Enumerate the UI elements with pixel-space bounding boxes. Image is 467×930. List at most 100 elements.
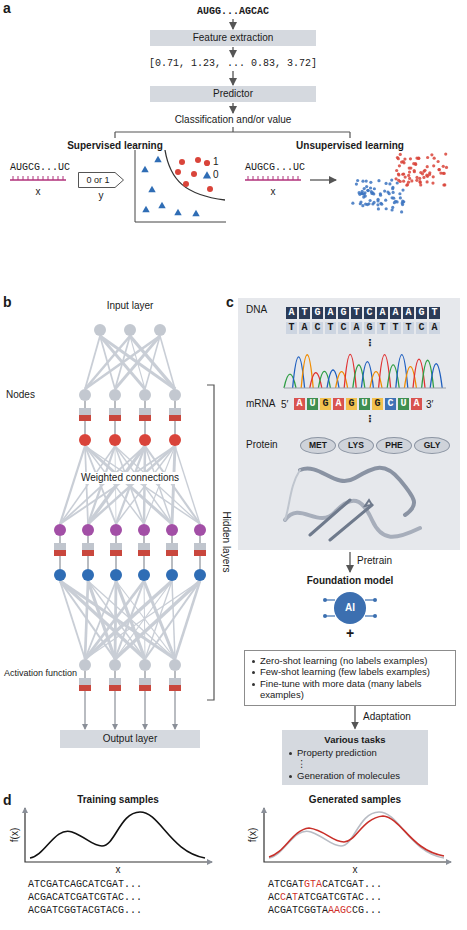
rna-strand (18, 176, 19, 180)
legend-swatch (203, 160, 211, 178)
rna-strand (28, 176, 29, 180)
rna-strand (58, 176, 59, 180)
diagram-label: TACTCAGTTTCA (285, 321, 441, 335)
diagram-label: Supervised learning (67, 140, 163, 152)
diagram-label: AUGCG...UC (10, 162, 70, 174)
neural-network (171, 536, 172, 543)
chromatogram (344, 354, 356, 388)
rna-strand (293, 176, 294, 180)
neural-network (138, 524, 150, 536)
neural-network (84, 401, 85, 408)
chromatogram (284, 354, 446, 388)
diagram-label: ACGATCGGTACGTACG... (28, 905, 142, 917)
neural-network (144, 446, 175, 524)
diagram-label: x (36, 186, 41, 198)
neural-network (143, 536, 144, 543)
diagram-label: 3′ (426, 399, 433, 411)
base-tile: A (410, 397, 423, 411)
node-text: Zero-shot learning (no labels examples) (251, 655, 449, 666)
protein-ribbon (285, 468, 420, 540)
neural-network (60, 581, 115, 659)
flow-arrow (349, 552, 350, 572)
scatter-points (148, 186, 155, 192)
diagram-label: x (271, 186, 276, 198)
chromatogram (430, 364, 442, 388)
neural-network (139, 678, 151, 685)
protein-ribbon (300, 468, 414, 515)
node-text: Various tasks (288, 734, 422, 745)
cluster-points (397, 172, 400, 175)
cluster-points (410, 179, 413, 182)
rna-strand (38, 176, 39, 180)
protein-ribbon (285, 501, 420, 537)
neural-network (94, 324, 106, 336)
cluster-points (436, 160, 439, 163)
cluster-points (383, 189, 386, 192)
base-tile: G (415, 306, 428, 320)
neural-network (144, 421, 145, 434)
base-tile: A (332, 397, 345, 411)
neural-network (79, 408, 91, 415)
diagram-label: y (99, 190, 104, 202)
task-box: Various tasksProperty prediction⋮Generat… (282, 730, 428, 786)
sequence-part: ACGATCGGTA (268, 905, 328, 916)
connector (354, 706, 355, 729)
cluster-points (371, 191, 374, 194)
diagram-label: f(x) (9, 828, 21, 842)
neural-network (139, 434, 151, 446)
cluster-points (392, 191, 395, 194)
diagram-label: c (226, 294, 234, 311)
cluster-points (366, 189, 369, 192)
chromatogram (284, 388, 446, 389)
neural-network (85, 581, 200, 659)
neural-network (169, 389, 181, 401)
cluster-points (367, 189, 370, 192)
neural-network (60, 336, 200, 659)
neural-network (79, 389, 91, 401)
neural-network (109, 415, 121, 421)
diagram-label: ⋮ (365, 413, 375, 425)
diagram-label: Weighted connections (79, 472, 181, 484)
amino-acid: PHE (376, 437, 412, 454)
cluster-points (364, 202, 367, 205)
plot-axes (135, 150, 226, 222)
scatter-points (158, 202, 165, 208)
base-tile: T (350, 306, 363, 320)
cluster-points (388, 192, 391, 195)
decision-curve (165, 150, 225, 200)
node-text: Protein (246, 439, 278, 451)
cluster-points (419, 183, 422, 186)
cluster-points (404, 176, 407, 179)
node-text: Generation of molecules (288, 770, 422, 781)
cluster-points (423, 169, 426, 172)
base-tile: G (337, 306, 350, 320)
neural-network (79, 415, 91, 421)
cluster-points (361, 204, 364, 207)
rna-strand (298, 176, 299, 180)
flow-arrow (232, 19, 233, 29)
ai-icon (334, 592, 366, 624)
neural-network (166, 569, 178, 581)
neural-network (85, 336, 160, 389)
process-box: Feature extraction (150, 30, 316, 46)
cluster-points (401, 189, 404, 192)
cluster-points (388, 182, 391, 185)
rna-strand (23, 176, 24, 180)
ai-icon (365, 599, 374, 600)
cluster-points (415, 176, 418, 179)
cluster-points (380, 203, 383, 206)
diagram-label: ACCATATCGATCGTAC... (268, 892, 382, 904)
cluster-points (401, 173, 404, 176)
neural-network (154, 324, 166, 336)
base-tile: A (402, 306, 415, 320)
neural-network (138, 569, 150, 581)
cluster-points (422, 176, 425, 179)
cluster-points (437, 168, 440, 171)
diagram-label: b (3, 294, 12, 311)
neural-network (169, 434, 181, 446)
neural-network (59, 536, 60, 543)
protein-ribbon (285, 470, 300, 520)
cluster-points (405, 184, 408, 187)
flow-arrow (310, 179, 336, 180)
cluster-points (363, 187, 366, 190)
